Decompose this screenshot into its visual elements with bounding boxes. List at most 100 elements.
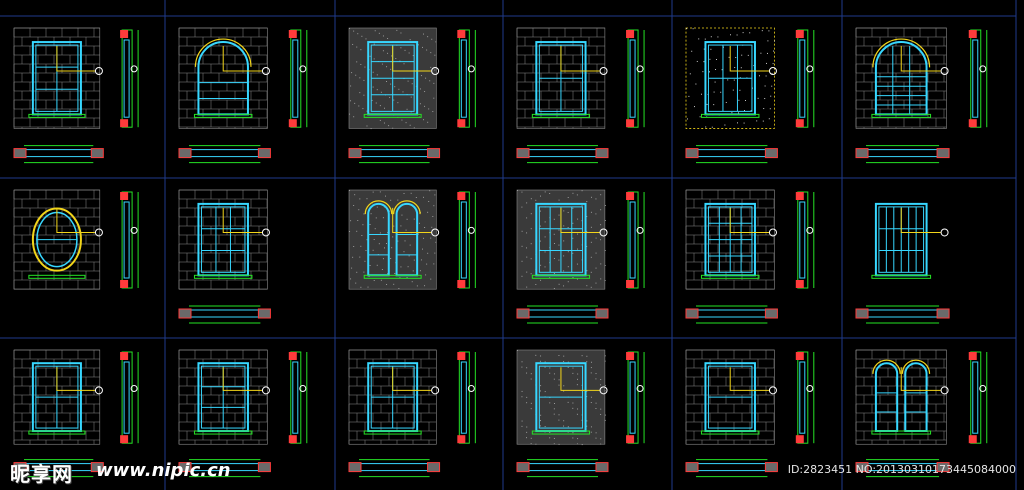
stucco-grain	[382, 258, 384, 260]
stucco-grain	[600, 224, 602, 226]
callout-bubble	[806, 226, 814, 234]
stucco-grain	[361, 235, 363, 236]
stucco-grain	[539, 225, 541, 227]
stucco-grain	[408, 255, 410, 257]
callout-bubble	[768, 66, 777, 75]
stucco-grain	[558, 283, 560, 285]
stucco-grain	[379, 105, 381, 107]
stucco-grain	[403, 251, 405, 253]
stucco-grain	[591, 196, 592, 198]
stucco-grain	[397, 102, 399, 104]
stucco-grain	[553, 288, 555, 289]
section-glass	[629, 39, 636, 118]
stucco-grain	[590, 211, 592, 213]
stucco-grain	[576, 263, 578, 265]
stucco-grain	[600, 239, 602, 241]
stone-grain	[691, 50, 693, 52]
stucco-grain	[558, 379, 560, 381]
stucco-grain	[590, 226, 592, 228]
stucco-grain	[371, 99, 373, 101]
stucco-grain	[425, 274, 427, 276]
stucco-grain	[576, 384, 578, 386]
stucco-grain	[563, 270, 565, 272]
stucco-grain	[354, 194, 356, 196]
plan-wall-right	[257, 462, 271, 473]
stucco-grain	[600, 278, 602, 280]
stucco-grain	[411, 83, 413, 85]
stucco-grain	[393, 225, 395, 227]
stucco-grain	[367, 286, 369, 288]
stucco-grain	[517, 350, 518, 351]
section-sill-detail	[120, 280, 129, 288]
stucco-grain	[349, 113, 351, 115]
stucco-grain	[540, 264, 542, 266]
stucco-grain	[521, 396, 523, 398]
stucco-grain	[572, 402, 574, 404]
stucco-grain	[521, 191, 523, 193]
arch-trim	[364, 200, 393, 215]
stucco-grain	[375, 217, 377, 219]
stone-grain	[759, 75, 760, 77]
stucco-grain	[586, 201, 588, 202]
stone-grain	[734, 67, 736, 69]
stucco-grain	[376, 206, 378, 208]
stucco-grain	[577, 378, 578, 380]
window-detail-panel	[348, 349, 476, 478]
stone-grain	[757, 97, 759, 99]
window-detail-panel	[685, 349, 815, 478]
stucco-grain	[586, 390, 588, 392]
stucco-grain	[595, 373, 597, 375]
callout-bubble	[768, 228, 777, 237]
stone-grain	[692, 28, 694, 30]
stucco-grain	[434, 194, 436, 196]
stucco-grain	[358, 209, 360, 211]
stone-grain	[710, 36, 712, 38]
plan-wall-right	[595, 148, 609, 159]
stucco-grain	[553, 258, 555, 259]
stucco-grain	[353, 205, 355, 206]
stone-grain	[709, 71, 710, 73]
stucco-grain	[376, 74, 378, 76]
stucco-grain	[359, 198, 361, 200]
stucco-grain	[397, 240, 399, 242]
plan-wall-left	[685, 148, 699, 159]
stucco-grain	[363, 213, 365, 215]
wall-outline	[178, 27, 268, 129]
stone-grain	[761, 30, 763, 32]
stone-grain	[705, 126, 707, 128]
stucco-grain	[558, 214, 560, 216]
stucco-grain	[422, 248, 423, 250]
stucco-grain	[349, 231, 351, 232]
callout-bubble	[467, 384, 475, 392]
stucco-grain	[604, 355, 606, 357]
stucco-grain	[567, 227, 569, 228]
stucco-grain	[401, 214, 403, 216]
stucco-grain	[372, 86, 374, 88]
stucco-grain	[405, 122, 407, 124]
stone-grain	[686, 28, 687, 29]
stucco-grain	[572, 437, 574, 439]
stucco-grain	[544, 366, 546, 368]
stucco-grain	[590, 431, 592, 433]
stucco-grain	[530, 243, 532, 245]
stone-grain	[698, 38, 700, 40]
stucco-grain	[544, 361, 546, 363]
stone-grain	[737, 122, 738, 124]
stucco-grain	[540, 385, 542, 387]
section-sill-detail	[457, 119, 466, 128]
stucco-grain	[595, 213, 597, 215]
stucco-grain	[373, 43, 375, 45]
stucco-grain	[382, 35, 384, 37]
stucco-grain	[384, 247, 385, 249]
stucco-grain	[415, 197, 417, 198]
stucco-grain	[521, 245, 523, 247]
stucco-grain	[586, 361, 588, 363]
window-detail-panel	[685, 189, 815, 324]
section-glass	[123, 201, 130, 279]
leader-line	[392, 207, 432, 233]
stone-grain	[767, 52, 768, 54]
stucco-grain	[576, 413, 578, 415]
stucco-grain	[379, 119, 381, 121]
stucco-grain	[590, 256, 592, 258]
callout-bubble	[467, 65, 475, 73]
